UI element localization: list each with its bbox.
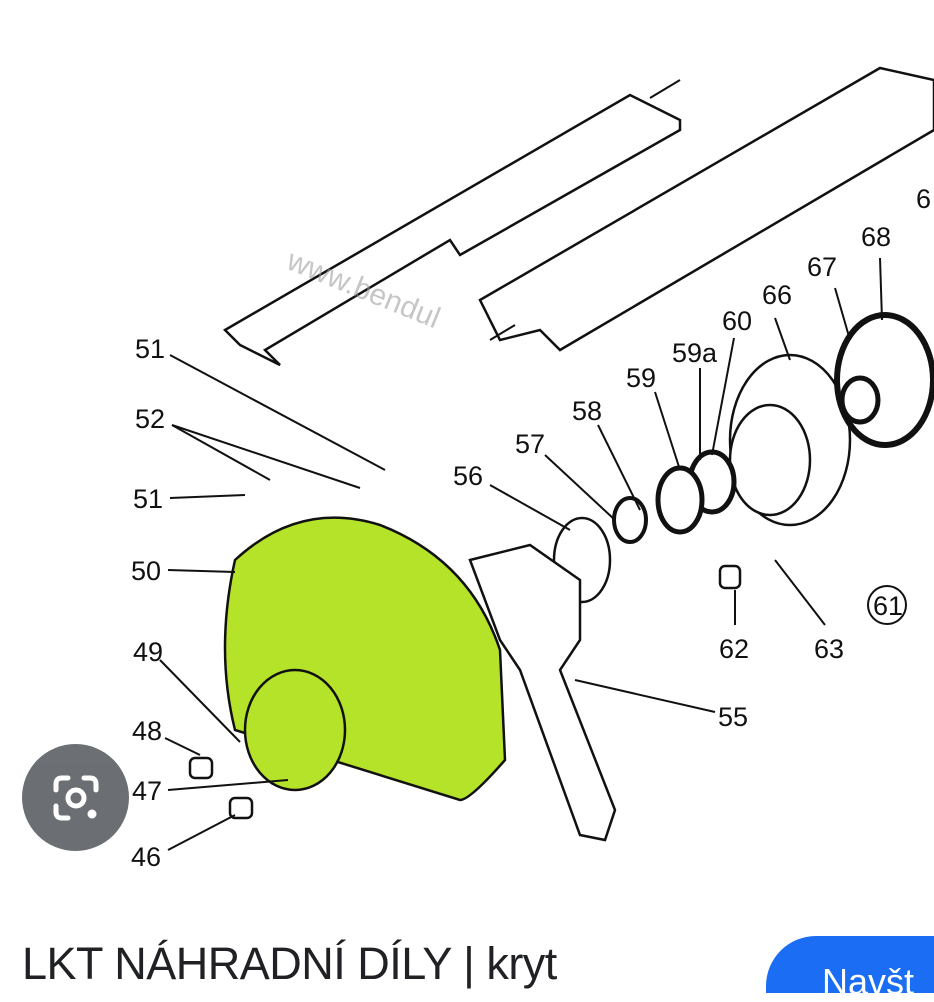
- bearing-housing: [552, 312, 934, 604]
- result-title[interactable]: LKT NÁHRADNÍ DÍLY | kryt: [22, 938, 557, 989]
- lens-search-button[interactable]: [22, 744, 129, 851]
- part-label: 46: [131, 842, 161, 872]
- cover-disc: [243, 668, 347, 792]
- part-label: 6: [916, 184, 931, 214]
- part-label: 62: [719, 634, 749, 664]
- part-label: 51: [135, 334, 165, 364]
- upper-rail-right: [478, 66, 934, 352]
- part-label-circled: 61: [873, 591, 903, 621]
- part-label: 49: [133, 637, 163, 667]
- part-label: 52: [135, 404, 165, 434]
- part-label: 57: [515, 429, 545, 459]
- parts-diagram-image[interactable]: www.bendul 51 52 51 50 49 48 47 46 56 57…: [0, 0, 934, 900]
- part-label: 47: [132, 776, 162, 806]
- visit-button[interactable]: Navšt: [766, 936, 934, 1000]
- bracket-55: [468, 543, 617, 842]
- part-label: 48: [132, 716, 162, 746]
- upper-rail-left: [222, 79, 682, 367]
- part-label: 51: [133, 484, 163, 514]
- part-label: 60: [722, 306, 752, 336]
- lens-camera-icon: [53, 775, 98, 820]
- part-label: 68: [861, 222, 891, 252]
- bolt-46: [228, 796, 254, 820]
- part-label: 59a: [672, 338, 718, 368]
- part-label: 56: [453, 461, 483, 491]
- part-label: 59: [626, 363, 656, 393]
- leader-lines: [159, 257, 883, 851]
- part-label: 55: [718, 702, 748, 732]
- bolt-48: [188, 756, 214, 780]
- part-label: 58: [572, 396, 602, 426]
- circled-label-ring: [867, 585, 907, 625]
- part-label: 67: [807, 252, 837, 282]
- bolt-62: [718, 564, 742, 590]
- part-label: 50: [131, 556, 161, 586]
- part-label: 63: [814, 634, 844, 664]
- part-label: 66: [762, 280, 792, 310]
